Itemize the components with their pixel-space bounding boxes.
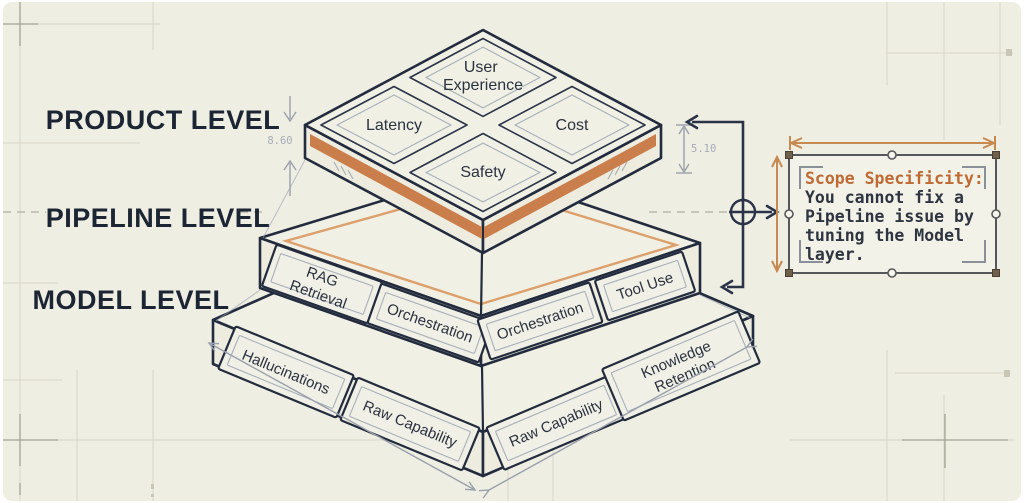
tile-label-safety: Safety [460,164,505,181]
callout-measure-arrows [771,136,997,274]
label-pipeline-level: PIPELINE LEVEL [46,203,271,233]
blueprint-canvas: Hallucinations Raw Capability Raw Capabi… [3,2,1021,501]
label-product-level: PRODUCT LEVEL [46,105,281,135]
base-dimension-lines [207,338,758,499]
label-model-level: MODEL LEVEL [32,285,229,315]
callout-connector [684,114,780,295]
dimension-value: 5.10 [691,143,716,155]
orange-stripe-right [484,134,656,239]
dimension-8-60: 8.60 [267,96,297,196]
crosshair-marks [3,2,1008,495]
tile-label-latency: Latency [366,117,422,134]
tile-label-user-experience: User Experience [443,59,523,94]
callout-body: You cannot fix a Pipeline issue by tunin… [805,188,984,264]
hatch-ticks [333,161,628,180]
pipeline-panel-tool-use: Tool Use [594,250,696,322]
level-labels: PRODUCT LEVEL PIPELINE LEVEL MODEL LEVEL [32,105,281,315]
dimension-value: 8.60 [267,135,292,147]
grid-endpoint-mark [151,484,154,489]
scope-specificity-callout[interactable]: Scope Specificity: You cannot fix a Pipe… [771,136,1001,278]
dimension-5-10: 5.10 [676,124,716,174]
model-panel-knowledge-retention: Knowledge Retention [601,310,761,422]
pipeline-panel-rag-retrieval: RAG Retrieval [261,244,383,324]
grid-endpoint-mark [1006,49,1012,56]
diagram-svg: Hallucinations Raw Capability Raw Capabi… [3,2,1015,501]
tile-label-cost: Cost [556,117,589,134]
product-tiles: User Experience Latency Cost Safety [320,37,646,213]
grid-endpoint-mark [1004,370,1010,377]
product-level-slab: User Experience Latency Cost Safety [303,28,663,255]
orange-stripe-left [310,134,482,239]
grid-endpoint-mark [151,494,154,497]
pipeline-level-slab: RAG Retrieval Orchestration Orchestratio… [258,159,702,368]
callout-title: Scope Specificity: [805,169,984,188]
callout-corner-brackets [799,166,986,263]
callout-selection-handles[interactable] [784,150,1001,278]
